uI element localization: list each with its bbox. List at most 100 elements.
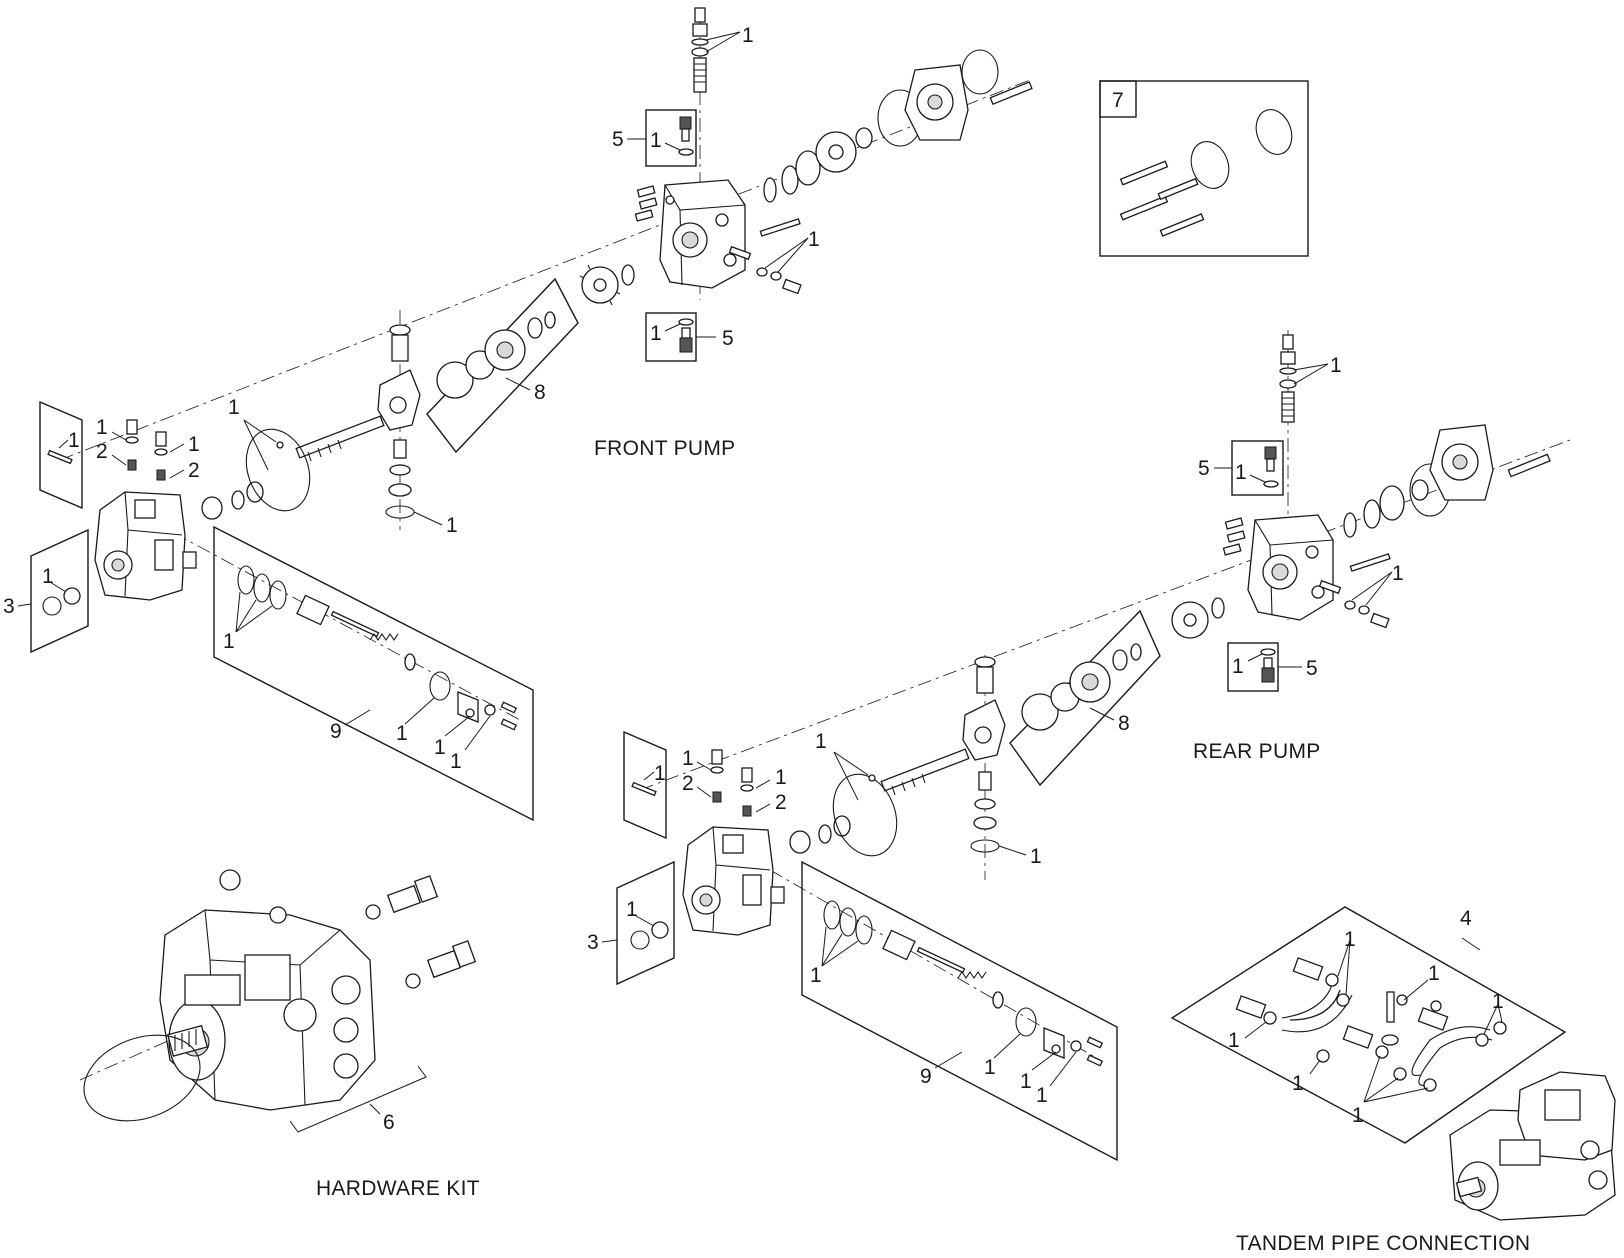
rear-rotating-kit bbox=[1021, 643, 1142, 731]
front-bottom-valve-box-callout: 5 bbox=[722, 327, 734, 350]
tandem-kit-callout: 4 bbox=[1460, 907, 1472, 930]
front-snap-ring-box bbox=[30, 528, 89, 654]
front-control-kit-callout: 9 bbox=[330, 720, 342, 743]
tandem-pipes bbox=[1235, 957, 1507, 1092]
rear-bottom-valve-box-callout: 5 bbox=[1306, 657, 1318, 680]
rear-side-fittings bbox=[1318, 579, 1390, 629]
front-top-valve-oring-callout: 1 bbox=[650, 129, 662, 152]
front-input-shaft bbox=[201, 415, 385, 520]
hardware-kit-group: 6 HARDWARE KIT bbox=[79, 869, 480, 1200]
front-end-cover-parts bbox=[759, 49, 1033, 237]
rear-pump-caption: REAR PUMP bbox=[1193, 740, 1321, 763]
rear-snap-ring-callout: 1 bbox=[626, 898, 638, 921]
front-left-panel bbox=[39, 400, 83, 510]
front-snap-ring-box-callout: 3 bbox=[3, 595, 15, 618]
rear-charge-stack-callout: 1 bbox=[1030, 845, 1042, 868]
rear-top-valve-box-callout: 5 bbox=[1198, 457, 1210, 480]
rear-top-stem-callout: 1 bbox=[1330, 354, 1342, 377]
rear-side-fittings-callout: 1 bbox=[1392, 562, 1404, 585]
rear-input-shaft bbox=[789, 748, 970, 854]
front-left-panel-callout: 1 bbox=[68, 429, 80, 452]
hardware-kit-caption: HARDWARE KIT bbox=[316, 1177, 480, 1200]
rear-fitting-stack-a bbox=[710, 749, 724, 803]
front-coupler-and-plate bbox=[579, 264, 635, 306]
rear-left-panel bbox=[623, 730, 667, 840]
rear-control-seal-a-callout: 1 bbox=[984, 1056, 996, 1079]
front-top-valve-box-callout: 5 bbox=[612, 128, 624, 151]
rear-snap-ring bbox=[630, 930, 650, 950]
front-top-valve-box bbox=[645, 109, 697, 167]
front-side-fittings bbox=[728, 245, 802, 295]
front-control-axis bbox=[149, 519, 521, 721]
front-pump-housing bbox=[94, 491, 197, 601]
front-control-seal-a-callout: 1 bbox=[396, 722, 408, 745]
front-fitting-a-callout: 1 bbox=[96, 416, 108, 439]
front-control-seal-c-callout: 1 bbox=[450, 750, 462, 773]
rear-coupler-and-plate bbox=[1171, 597, 1225, 639]
front-control-seal-b-callout: 1 bbox=[434, 736, 446, 759]
tandem-pump-pair bbox=[1449, 1071, 1616, 1221]
front-fitting-b-callout: 1 bbox=[188, 433, 200, 456]
rear-bottom-valve-oring-callout: 1 bbox=[1232, 655, 1244, 678]
front-fitting-b-seal-callout: 2 bbox=[188, 459, 200, 482]
front-bottom-valve-oring bbox=[678, 318, 694, 326]
front-side-fittings-callout: 1 bbox=[808, 228, 820, 251]
rear-end-cover-parts bbox=[1343, 424, 1551, 572]
front-rotating-kit bbox=[436, 311, 556, 399]
hardware-kit-callout: 6 bbox=[383, 1111, 395, 1134]
seal-kit: 7 bbox=[1099, 80, 1309, 257]
rear-fitting-a-seal-callout: 2 bbox=[682, 772, 694, 795]
rear-top-stem-fittings bbox=[1279, 334, 1297, 423]
rear-center-block bbox=[1222, 514, 1334, 621]
rear-control-kit-box bbox=[801, 860, 1118, 1162]
front-control-kit bbox=[237, 565, 518, 731]
rear-pump-assembly: 1 1 5 1 5 bbox=[587, 330, 1571, 1162]
rear-fitting-a-callout: 1 bbox=[682, 747, 694, 770]
front-control-kit-box bbox=[213, 525, 534, 822]
rear-control-kit-callout: 9 bbox=[920, 1065, 932, 1088]
front-fitting-stack-a bbox=[125, 419, 139, 471]
tandem-pipe-group: 4 1 1 1 bbox=[1170, 906, 1616, 1255]
rear-fitting-stack-b bbox=[740, 767, 754, 817]
rear-rotating-kit-box bbox=[1009, 609, 1161, 787]
hardware-pump-body bbox=[159, 869, 376, 1111]
rear-charge-stack bbox=[962, 656, 1006, 853]
front-charge-stack-callout: 1 bbox=[446, 514, 458, 537]
rear-rotating-kit-callout: 8 bbox=[1118, 712, 1130, 735]
hardware-oring bbox=[83, 1034, 201, 1122]
hardware-kit-bracket bbox=[289, 1065, 427, 1133]
front-top-stem-fittings bbox=[691, 7, 709, 93]
front-charge-stack bbox=[377, 324, 421, 519]
front-rotating-kit-callout: 8 bbox=[534, 381, 546, 404]
seal-kit-callout: 7 bbox=[1112, 89, 1124, 112]
front-pump-assembly: 1 1 5 1 bbox=[3, 7, 1033, 822]
front-fitting-a-seal-callout: 2 bbox=[96, 440, 108, 463]
rear-control-kit bbox=[823, 900, 1104, 1067]
rear-snap-ring-box bbox=[616, 860, 675, 986]
front-center-block bbox=[634, 179, 746, 289]
tandem-left-oring-callout: 1 bbox=[1228, 1029, 1240, 1052]
front-control-orings-callout: 1 bbox=[223, 630, 235, 653]
tandem-lower-left-oring-callout: 1 bbox=[1292, 1072, 1304, 1095]
rear-control-seal-b-callout: 1 bbox=[1020, 1070, 1032, 1093]
rear-fitting-b-callout: 1 bbox=[775, 766, 787, 789]
front-top-stem-callout: 1 bbox=[742, 24, 754, 47]
rear-shaft-oring bbox=[832, 773, 898, 857]
tandem-pipe-caption: TANDEM PIPE CONNECTION bbox=[1236, 1232, 1530, 1255]
tandem-bottom-orings-callout: 1 bbox=[1352, 1104, 1364, 1127]
front-snap-ring-callout: 1 bbox=[42, 565, 54, 588]
seal-kit-box bbox=[1099, 80, 1309, 257]
front-top-valve-oring bbox=[678, 148, 694, 156]
front-fitting-stack-b bbox=[154, 431, 168, 481]
rear-control-seal-c-callout: 1 bbox=[1036, 1084, 1048, 1107]
front-shaft-oring-callout: 1 bbox=[228, 396, 240, 419]
front-shaft-oring bbox=[245, 428, 311, 512]
rear-main-axis bbox=[639, 439, 1571, 791]
hardware-bolt-upper bbox=[365, 875, 439, 920]
rear-snap-ring-box-callout: 3 bbox=[587, 931, 599, 954]
seal-kit-label-box bbox=[1099, 80, 1137, 118]
rear-left-panel-callout: 1 bbox=[654, 762, 666, 785]
front-snap-ring bbox=[42, 596, 62, 616]
front-rotating-kit-box bbox=[426, 277, 579, 454]
